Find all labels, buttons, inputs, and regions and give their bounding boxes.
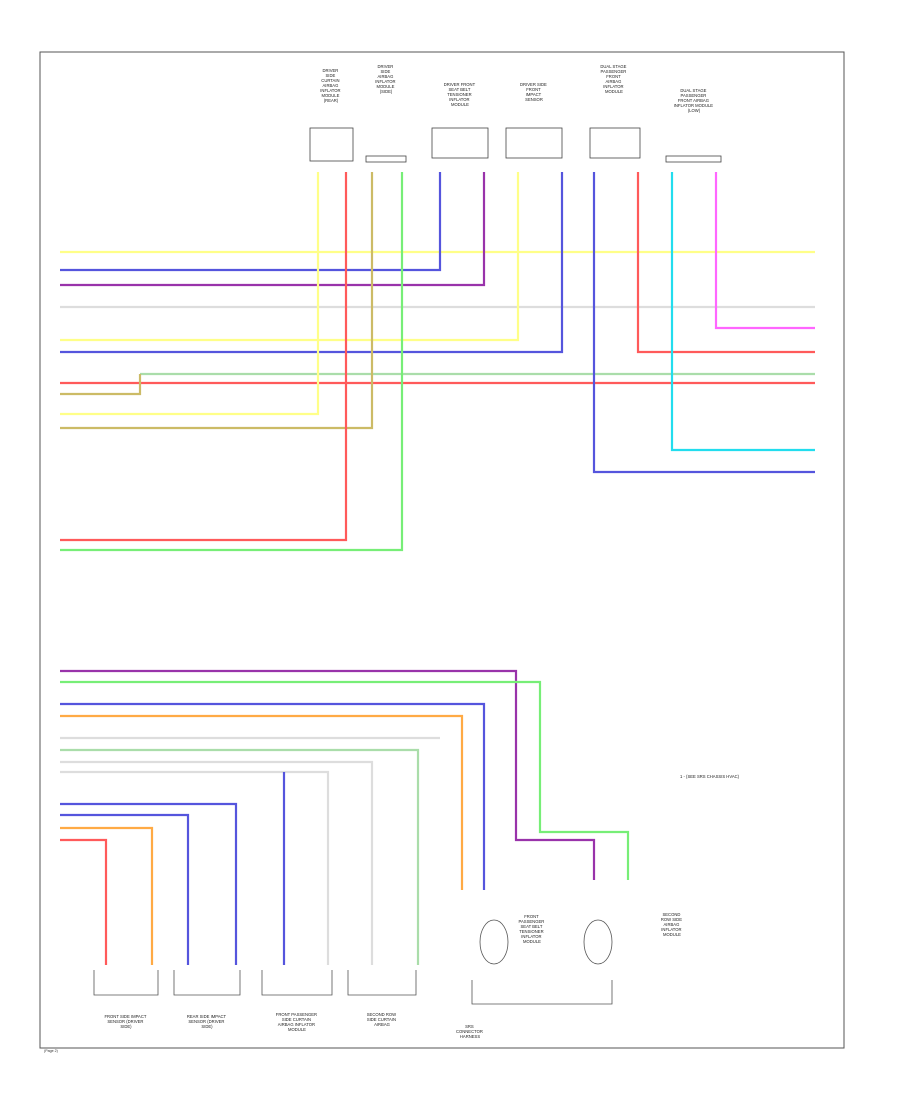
wire-blue-lower [60,702,486,890]
wire-blue-to-c4 [60,172,564,354]
connector-c1 [309,127,354,162]
wire-lightgray-b4 [60,760,374,965]
connector-c6 [665,155,722,163]
wire-olive-link [60,374,142,396]
wire-green-main [60,172,404,552]
connector-c2 [365,155,407,163]
connector-c3 [431,127,489,159]
wire-tan-to-c2 [60,172,374,430]
label-c2: DRIVER SIDE AIRBAG INFLATOR MODULE (SIDE… [375,64,397,94]
top-labels: DRIVER SIDE CURTAIN AIRBAG INFLATOR MODU… [320,64,715,113]
wire-lightgray-b3 [60,770,330,965]
wire-purple-lower [60,669,596,880]
bottom-labels: FRONT SIDE IMPACT SENSOR (DRIVER SIDE) R… [44,774,740,1053]
squib-right [583,919,613,965]
label-b4: SECOND ROW SIDE CURTAIN AIRBAG [367,1012,397,1027]
wire-red-to-c5 [636,172,815,354]
bottom-components [93,919,613,1005]
page-reference: (Page 2) [44,1049,58,1053]
footnote: 1 - (SEE SRS CHASSIS HVAC) [680,774,740,779]
wire-lightgreen-b4 [60,748,420,965]
ground-b3 [261,970,333,996]
label-r1: FRONT PASSENGER SEAT BELT TENSIONER INFL… [519,914,546,944]
ground-b2 [173,970,241,996]
label-c5: DUAL STAGE PASSENGER FRONT AIRBAG INFLAT… [600,64,627,94]
label-b1: FRONT SIDE IMPACT SENSOR (DRIVER SIDE) [104,1014,147,1029]
squib-center [479,919,509,965]
wires [60,172,815,965]
ground-center [471,980,613,1005]
wire-blue-to-c5 [592,172,815,474]
wire-blue-b2-a [60,802,238,965]
wire-red-main [60,172,348,542]
label-b3: FRONT PASSENGER SIDE CURTAIN AIRBAG INFL… [276,1012,318,1032]
top-connector-boxes [309,127,722,163]
connector-c4 [505,127,563,159]
label-c4: DRIVER SIDE FRONT IMPACT SENSOR [520,82,548,102]
wire-yellow-to-c1 [60,172,320,416]
label-c6: DUAL STAGE PASSENGER FRONT AIRBAG INFLAT… [674,88,715,113]
wire-pink-to-c6 [714,172,815,330]
label-b2: REAR SIDE IMPACT SENSOR (DRIVER SIDE) [187,1014,227,1029]
wire-cyan-to-c6 [670,172,815,452]
label-center-connector: SRS CONNECTOR HARNESS [456,1024,484,1039]
label-r2: SECOND ROW SIDE AIRBAG INFLATOR MODULE [661,912,683,937]
ground-b1 [93,970,159,996]
ground-b4 [347,970,417,996]
wire-purple-to-c3 [60,172,486,287]
wire-blue-b2-b [60,813,190,965]
wire-yellow-to-c4 [60,172,520,342]
diagram-frame [39,51,845,1049]
label-c1: DRIVER SIDE CURTAIN AIRBAG INFLATOR MODU… [320,68,342,103]
wire-red-b1 [60,838,108,965]
wire-orange-lower [60,714,464,890]
connector-c5 [589,127,641,159]
wire-orange-b1 [60,826,154,965]
wire-blue-to-c3 [60,172,442,272]
label-c3: DRIVER FRONT SEAT BELT TENSIONER INFLATO… [444,82,477,107]
wire-green-lower [60,680,630,880]
